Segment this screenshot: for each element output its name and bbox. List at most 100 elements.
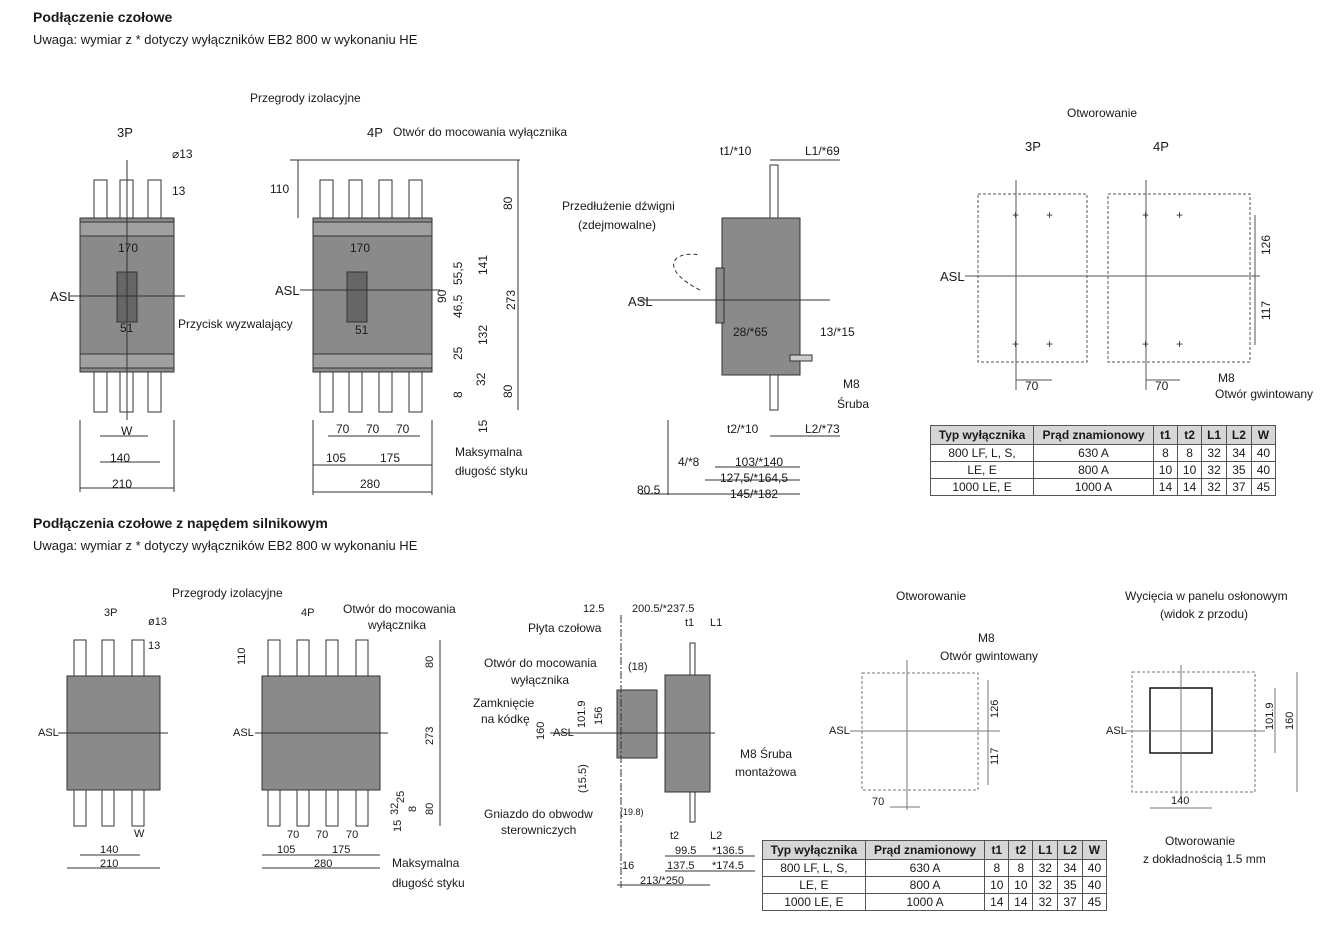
cell: 40 [1081, 876, 1108, 894]
callout-label: wyłącznika [368, 618, 427, 632]
dim-label: 70 [316, 829, 329, 841]
cell: 32 [1201, 444, 1227, 462]
cell: 34 [1225, 444, 1252, 462]
dim-label: 160 [1284, 711, 1296, 730]
callout-label: na kódkę [481, 712, 530, 726]
pole-label: 4P [367, 125, 383, 140]
dim-label: 80 [424, 655, 436, 668]
dim-label: 25 [451, 346, 465, 360]
dim-label: *136.5 [712, 845, 744, 857]
dim-label: 140 [110, 451, 131, 465]
pole-label: 3P [117, 125, 133, 140]
callout-label: Otwór do mocowania [484, 656, 597, 670]
cell: 40 [1250, 444, 1277, 462]
dim-label: 70 [366, 422, 380, 436]
col-header: W [1081, 840, 1108, 860]
svg-text:+: + [1012, 208, 1019, 222]
callout-label: Przegrody izolacyjne [250, 91, 361, 105]
cell: 32 [1032, 859, 1059, 877]
dim-label: L1/*69 [805, 144, 840, 158]
dim-label: 126 [1259, 234, 1273, 255]
callout-label: Zamknięcie [473, 696, 535, 710]
cell: 1000 LE, E [762, 893, 866, 911]
dim-label: 103/*140 [735, 455, 784, 469]
dim-label: 16 [622, 860, 635, 872]
svg-text:+: + [1012, 337, 1019, 351]
dim-label: 213/*250 [640, 875, 685, 887]
motor-breaker-4p-front-view [255, 639, 441, 869]
pole-label: 4P [1153, 139, 1169, 154]
dim-label: t2/*10 [727, 422, 759, 436]
col-header: t2 [1177, 425, 1203, 445]
panel-cutout-drawing [1125, 665, 1298, 809]
dim-label: (15.5) [577, 764, 589, 793]
dim-label: 170 [118, 241, 139, 255]
cell: 630 A [1033, 444, 1154, 462]
cell: 32 [1201, 461, 1227, 479]
callout-label: Maksymalna [392, 856, 460, 870]
dim-label: 127,5/*164,5 [720, 471, 789, 485]
breaker-4p-front-view [290, 159, 520, 495]
dim-label: 117 [989, 747, 1001, 765]
dim-label: 13 [172, 184, 186, 198]
dim-label: 126 [989, 699, 1001, 718]
callout-label: Maksymalna [455, 445, 523, 459]
section-title: Podłączenie czołowe [33, 9, 173, 25]
cell: 10 [1152, 461, 1179, 479]
cutout-footnote: Otworowanie [1165, 834, 1236, 848]
dim-label: 117 [1259, 300, 1273, 320]
dim-label: L2/*73 [805, 422, 840, 436]
cell: 32 [1032, 893, 1059, 911]
cell: 37 [1057, 893, 1083, 911]
cell: 45 [1250, 478, 1277, 496]
cell: 14 [1177, 478, 1203, 496]
dim-label: ⌀13 [172, 147, 193, 161]
cell: 34 [1057, 859, 1083, 877]
cell: 1000 A [1033, 478, 1154, 496]
pole-label: 3P [1025, 139, 1041, 154]
motor-breaker-side-view [550, 615, 755, 888]
callout-label: M8 [843, 377, 860, 391]
dim-label: 80 [424, 802, 436, 815]
dim-label: 13/*15 [820, 325, 855, 339]
asl-label: ASL [275, 283, 300, 298]
dim-label: 273 [504, 289, 518, 310]
dim-label: 80 [501, 384, 515, 398]
dim-label: 70 [1025, 379, 1039, 393]
drilling-pattern-bottom [850, 660, 1000, 810]
callout-label: Przycisk wyzwalający [178, 317, 293, 331]
dim-label: 140 [100, 844, 119, 856]
dim-label: L1 [710, 617, 723, 629]
breaker-3p-front-view [70, 160, 185, 492]
cell: 8 [1008, 859, 1034, 877]
section-note: Uwaga: wymiar z * dotyczy wyłączników EB… [33, 32, 418, 47]
dim-label: 32 [474, 372, 488, 386]
dim-label: ø13 [148, 616, 167, 628]
col-header: t1 [984, 840, 1010, 860]
dim-label: 12.5 [583, 603, 605, 615]
dim-label: (19.8) [620, 807, 644, 817]
cell: 40 [1081, 859, 1108, 877]
callout-label: wyłącznika [511, 673, 570, 687]
col-header: L2 [1057, 840, 1083, 860]
dim-label: 156 [593, 706, 605, 725]
dim-label: (18) [628, 661, 648, 673]
dim-label: t2 [670, 830, 680, 842]
dim-label: 51 [355, 323, 369, 337]
cell: 35 [1057, 876, 1083, 894]
callout-label: Otwór do mocowania wyłącznika [393, 125, 568, 139]
dim-label: 110 [236, 647, 248, 665]
cell: 800 LF, L, S, [762, 859, 866, 877]
cell: 8 [984, 859, 1010, 877]
dim-label: 137.5 [667, 860, 695, 872]
cell: 14 [1152, 478, 1179, 496]
cell: 10 [1008, 876, 1034, 894]
callout-label: długość styku [455, 464, 528, 478]
svg-text:+: + [1046, 337, 1053, 351]
dim-label: 55,5 [451, 261, 465, 285]
dim-label: 160 [535, 721, 547, 740]
col-header: Typ wyłącznika [762, 840, 866, 860]
dim-label: 80 [501, 196, 515, 210]
